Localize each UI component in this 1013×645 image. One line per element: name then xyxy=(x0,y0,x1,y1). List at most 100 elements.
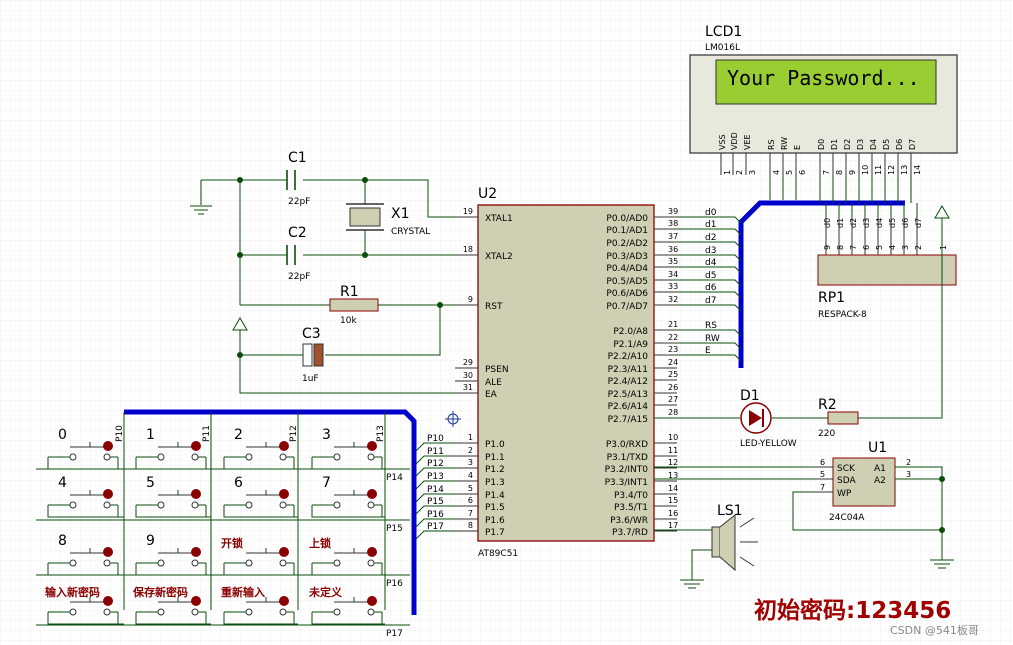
key-indicator xyxy=(103,596,113,606)
key-contact xyxy=(367,608,375,616)
p1-wire xyxy=(415,455,455,465)
d1-value: LED-YELLOW xyxy=(740,439,797,449)
key-indicator xyxy=(191,441,201,451)
key-row-wire xyxy=(135,612,211,625)
p2-wire xyxy=(677,329,742,337)
p1-net-label: P14 xyxy=(427,485,444,495)
key-contact xyxy=(245,608,253,616)
u2-pin-name: P2.3/A11 xyxy=(608,365,648,375)
initial-password-caption: 初始密码:123456 xyxy=(754,597,951,624)
u1-pin-number: 2 xyxy=(906,458,911,467)
rp1-pin-number: 5 xyxy=(875,245,884,250)
key-contact xyxy=(103,608,111,616)
key-contact xyxy=(69,559,77,567)
c1-value: 22pF xyxy=(288,197,310,207)
lcd-pin-name: D2 xyxy=(843,139,852,150)
u2-pin-number: 12 xyxy=(668,458,678,467)
key-indicator xyxy=(103,489,113,499)
keypad-key-label: 1 xyxy=(146,427,155,443)
component-labels-left: C1 22pF C2 22pF X1 CRYSTAL R1 10k C3 1uF xyxy=(288,150,430,384)
u2-pin-name: P2.4/A12 xyxy=(608,377,648,387)
x1-ref: X1 xyxy=(391,206,410,222)
u2-pin-name: P1.3 xyxy=(485,478,505,488)
key-contact xyxy=(333,453,341,461)
u2-pin-number: 19 xyxy=(463,207,473,216)
rp1-net-label: d7 xyxy=(914,218,923,228)
mcu-at89c51[interactable]: U2 AT89C51 19XTAL118XTAL29RST29PSEN30ALE… xyxy=(455,186,678,559)
keypad-column-label: P12 xyxy=(289,425,299,442)
u2-pin-number: 32 xyxy=(668,295,678,304)
key-contact xyxy=(191,608,199,616)
u1-body xyxy=(832,457,896,507)
u2-pin-number: 36 xyxy=(668,245,678,254)
p1-net-label: P12 xyxy=(427,459,444,469)
keypad-key-label: 0 xyxy=(58,427,67,443)
r1-value: 10k xyxy=(340,316,357,326)
u2-pin-name: ALE xyxy=(485,378,502,388)
rp1-ref: RP1 xyxy=(818,290,845,306)
u2-pin-number: 26 xyxy=(668,383,678,392)
u2-pin-name: PSEN xyxy=(485,365,509,375)
p1-wire xyxy=(415,493,455,503)
u2-pin-name: P1.2 xyxy=(485,465,505,475)
key-row-wire xyxy=(47,612,124,625)
c1-ref: C1 xyxy=(288,150,307,166)
lcd-pin-name: D1 xyxy=(830,139,839,150)
u2-pin-name: P2.1/A9 xyxy=(613,340,648,350)
lcd-pin-name: E xyxy=(793,145,802,150)
keypad-key-label: 7 xyxy=(322,475,331,491)
lcd-pin-number: 10 xyxy=(861,165,870,175)
key-row-wire xyxy=(311,505,385,518)
key-contact xyxy=(157,559,165,567)
r1-ref: R1 xyxy=(340,284,359,300)
rp1-pin-number: 7 xyxy=(849,245,858,250)
u2-pin-number: 18 xyxy=(463,245,473,254)
u2-pin-number: 10 xyxy=(668,433,678,442)
p1-wire xyxy=(415,480,455,490)
key-contact xyxy=(279,453,287,461)
lcd-pin-number: 6 xyxy=(798,170,807,175)
u2-pin-number: 35 xyxy=(668,257,678,266)
u2-pin-name: P3.6/WR xyxy=(610,516,648,526)
p2-net-label: RW xyxy=(705,334,720,344)
rp1-net-label: d2 xyxy=(849,218,858,228)
keypad-key-label: 5 xyxy=(146,475,155,491)
u2-pin-name: P3.0/RXD xyxy=(606,440,648,450)
u2-pin-name: RST xyxy=(485,302,503,312)
lcd-pin-number: 8 xyxy=(835,170,844,175)
p1-net-label: P17 xyxy=(427,522,444,532)
keypad-row-label: P17 xyxy=(386,629,403,639)
p0-net-label: d7 xyxy=(705,296,716,306)
lcd-module[interactable]: LCD1 LM016L Your Password... VSS1VDD2VEE… xyxy=(689,24,958,175)
key-contact xyxy=(333,608,341,616)
keypad-column-label: P10 xyxy=(115,425,125,442)
p1-net-label: P13 xyxy=(427,472,444,482)
d1-ref: D1 xyxy=(740,388,760,404)
keypad-key-label: 上锁 xyxy=(309,536,331,550)
u1-value: 24C04A xyxy=(829,513,865,523)
lcd-pin-name: D7 xyxy=(908,139,917,150)
key-contact xyxy=(245,453,253,461)
lcd-pin-group: VSS1VDD2VEE3RS4RW5E6D07D18D29D310D411D51… xyxy=(718,132,922,175)
p0-wire xyxy=(677,241,742,249)
p1-net-label: P15 xyxy=(427,497,444,507)
u2-pin-name: P3.1/TXD xyxy=(607,453,648,463)
u2-pin-name: P0.6/AD6 xyxy=(606,289,648,299)
lcd-pin-name: D6 xyxy=(895,139,904,150)
lcd-pin-name: RS xyxy=(767,139,776,150)
p0-net-label: d1 xyxy=(705,220,716,230)
u2-pin-name: P0.1/AD1 xyxy=(606,226,648,236)
key-contact xyxy=(69,608,77,616)
key-contact xyxy=(191,559,199,567)
key-indicator xyxy=(367,596,377,606)
u1-pin-name: A2 xyxy=(874,476,886,486)
key-contact xyxy=(367,501,375,509)
rp1-pin-number: 2 xyxy=(914,245,923,250)
rp1-pin1-number: 1 xyxy=(939,245,948,250)
c2-value: 22pF xyxy=(288,272,310,282)
u2-pin-number: 33 xyxy=(668,282,678,291)
u2-pin-name: P0.5/AD5 xyxy=(606,277,648,287)
